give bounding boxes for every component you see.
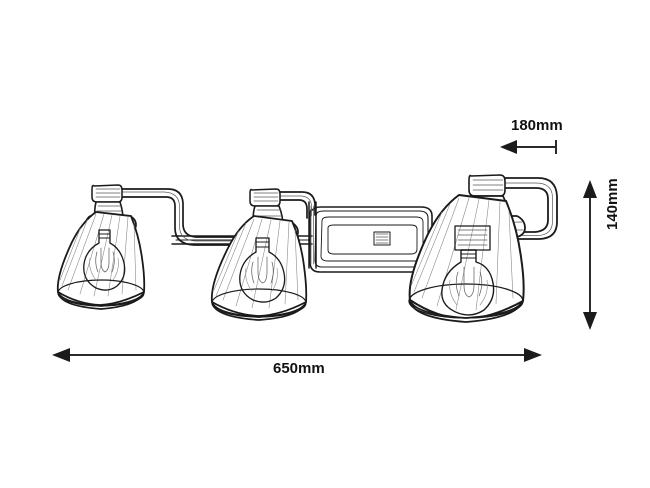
wall-mount-backplate [171, 201, 453, 273]
dimension-label-height: 140mm [604, 178, 621, 230]
dimension-arrow-width [52, 348, 542, 362]
lamp-head-right [408, 174, 558, 323]
lamp-head-center [210, 188, 316, 321]
dimension-arrow-depth [500, 140, 557, 154]
dimension-arrow-height [583, 180, 597, 330]
lamp-head-left [56, 184, 263, 310]
dimension-label-depth: 180mm [511, 117, 563, 134]
dimension-label-width: 650mm [273, 360, 325, 377]
